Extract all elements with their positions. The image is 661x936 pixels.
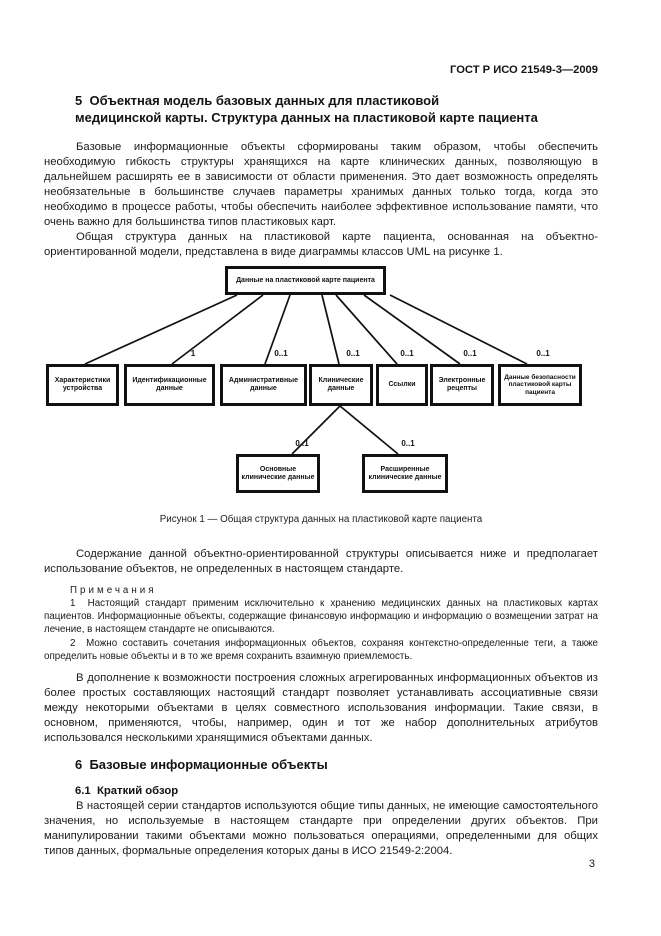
paragraph: В дополнение к возможности построения сл… bbox=[44, 672, 598, 745]
page-number: 3 bbox=[588, 858, 595, 870]
paragraph: Содержание данной объектно-ориентированн… bbox=[44, 548, 598, 575]
edge-root-links bbox=[335, 294, 398, 365]
multiplicity-label: 1 bbox=[190, 349, 196, 358]
uml-class-extended-clinical-data: Расширенные клинические данные bbox=[362, 454, 448, 493]
figure-caption: Рисунок 1 — Общая структура данных на пл… bbox=[159, 514, 483, 525]
uml-class-device-characteristics: Характеристики устройства bbox=[46, 364, 119, 406]
uml-class-root: Данные на пластиковой карте пациента bbox=[225, 266, 386, 295]
uml-class-basic-clinical-data: Основные клинические данные bbox=[236, 454, 320, 493]
section-6-1-heading: 6.1 Краткий обзор bbox=[75, 784, 179, 797]
multiplicity-label: 0..1 bbox=[536, 349, 550, 358]
uml-class-clinical-data: Клинические данные bbox=[309, 364, 373, 406]
edge-root-device bbox=[84, 294, 238, 365]
connector-lines bbox=[84, 294, 528, 455]
multiplicity-label: 0..1 bbox=[346, 349, 360, 358]
uml-class-links: Ссылки bbox=[376, 364, 428, 406]
uml-class-diagram: Данные на пластиковой карте пациента 1 0… bbox=[38, 265, 590, 511]
note-item: 1 Настоящий стандарт применим исключител… bbox=[44, 598, 598, 636]
edge-clinical-extended bbox=[339, 405, 399, 455]
multiplicity-label: 0..1 bbox=[274, 349, 288, 358]
page-content: ГОСТ Р ИСО 21549-3—2009 5 Объектная моде… bbox=[0, 64, 661, 859]
paragraph: Общая структура данных на пластиковой ка… bbox=[44, 231, 598, 258]
edge-root-identification bbox=[171, 294, 264, 365]
notes-block: Примечания 1 Настоящий стандарт применим… bbox=[44, 584, 598, 663]
uml-class-electronic-prescriptions: Электронные рецепты bbox=[430, 364, 494, 406]
uml-class-identification-data: Идентификационные данные bbox=[124, 364, 215, 406]
section-5-heading-line1: 5 Объектная модель базовых данных для пл… bbox=[75, 93, 440, 108]
uml-class-card-security-data: Данные безопасности пластиковой карты па… bbox=[498, 364, 582, 406]
section-5-heading: 5 Объектная модель базовых данных для пл… bbox=[75, 93, 598, 126]
paragraph: Базовые информационные объекты сформиров… bbox=[44, 141, 598, 228]
note-item: 2 Можно составить сочетания информационн… bbox=[44, 637, 598, 662]
multiplicity-label: 0..1 bbox=[400, 349, 414, 358]
edge-clinical-basic bbox=[291, 405, 341, 455]
section-6-heading: 6 Базовые информационные объекты bbox=[75, 757, 328, 773]
section-5-heading-line2: медицинской карты. Структура данных на п… bbox=[75, 109, 538, 125]
standard-designation: ГОСТ Р ИСО 21549-3—2009 bbox=[450, 64, 598, 76]
edge-root-clinical bbox=[321, 294, 340, 365]
notes-heading: Примечания bbox=[70, 585, 157, 596]
paragraph: В настоящей серии стандартов используютс… bbox=[44, 799, 598, 857]
edge-root-security bbox=[389, 294, 528, 365]
edge-root-administrative bbox=[264, 294, 291, 365]
multiplicity-label: 0..1 bbox=[401, 439, 415, 448]
multiplicity-label: 0..1 bbox=[295, 439, 309, 448]
uml-class-administrative-data: Административные данные bbox=[220, 364, 307, 406]
edge-root-prescriptions bbox=[363, 294, 461, 365]
multiplicity-label: 0..1 bbox=[463, 349, 477, 358]
